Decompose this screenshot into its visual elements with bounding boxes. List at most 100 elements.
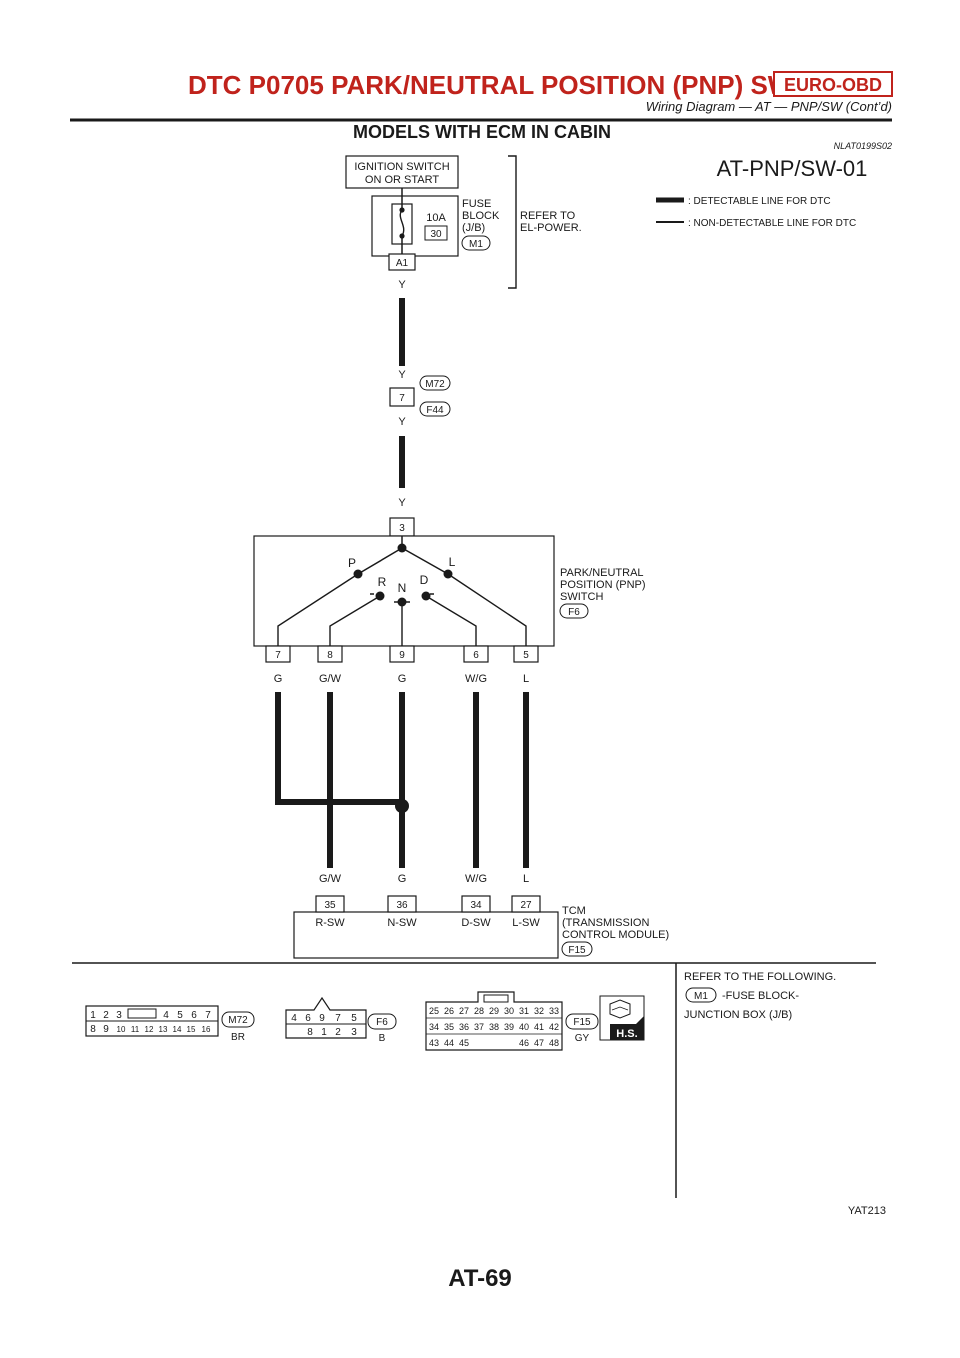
wire-color-y-1: Y (398, 279, 406, 291)
wire-color-label: G/W (319, 873, 342, 885)
f6-row-1: 4 6 9 7 5 (291, 1013, 357, 1024)
f15-pin: 42 (549, 1022, 559, 1032)
pnp-label-l: L (449, 555, 456, 569)
tcm-wire-colors: G/W G W/G L (319, 873, 529, 885)
f15-color: GY (575, 1033, 590, 1044)
fuse-icon (399, 209, 405, 237)
pnp-pin: 5 (523, 650, 529, 661)
wire-color-y-2: Y (398, 369, 406, 381)
pnp-pin: 8 (327, 650, 333, 661)
m72-pin: 13 (159, 1025, 168, 1034)
f15-row-3: 43 44 45 46 47 48 (429, 1038, 559, 1048)
f6-pin: 6 (305, 1013, 311, 1024)
joint-pin: 7 (399, 393, 405, 404)
pnp-label-n: N (398, 581, 407, 595)
badge-label: EURO-OBD (784, 75, 882, 95)
joint-connector-top: M72 (425, 379, 445, 390)
tcm-pin: 27 (520, 900, 532, 911)
m72-pin: 12 (145, 1025, 154, 1034)
fuse-terminal: A1 (396, 258, 409, 269)
f6-pin: 1 (321, 1027, 327, 1038)
wire-color-label: L (523, 673, 529, 685)
fuse-label-2: BLOCK (462, 210, 500, 222)
m72-pin: 11 (131, 1025, 140, 1034)
ignition-label-2: ON OR START (365, 174, 439, 186)
m72-pin: 9 (103, 1024, 109, 1035)
tcm-pin-names: R-SW N-SW D-SW L-SW (315, 917, 540, 929)
f15-pin: 48 (549, 1038, 559, 1048)
wire-color-y-4: Y (398, 497, 406, 509)
pnp-label-r: R (378, 575, 387, 589)
f15-pin: 36 (459, 1022, 469, 1032)
section-ref: NLAT0199S02 (834, 141, 892, 151)
tcm-pin-name: D-SW (461, 917, 491, 929)
hs-label: H.S. (616, 1028, 637, 1040)
hs-connector-icon: H.S. (599, 995, 645, 1041)
wire-color-label: G/W (319, 673, 342, 685)
f15-pin: 37 (474, 1022, 484, 1032)
m72-pin: 7 (205, 1010, 211, 1021)
ignition-switch: IGNITION SWITCH ON OR START (345, 155, 459, 189)
joint-connector-m72-f44: 7 M72 F44 (389, 375, 451, 417)
f15-pin: 41 (534, 1022, 544, 1032)
splice-node (395, 799, 409, 813)
f15-row-1: 25 26 27 28 29 30 31 32 33 (429, 1006, 559, 1016)
f6-pin: 2 (335, 1027, 341, 1038)
connector-face-f6: 4 6 9 7 5 8 1 2 3 F6 B (285, 996, 397, 1044)
tcm: G/W G W/G L 35 36 34 27 R-SW N-SW D-SW L… (293, 873, 669, 959)
tcm-pin-name: L-SW (512, 917, 540, 929)
fuse-block: 10A 30 A1 FUSE BLOCK (J/B) M1 (371, 188, 500, 271)
m72-pin: 6 (191, 1010, 197, 1021)
pnp-label-p: P (348, 556, 356, 570)
tcm-pin: 35 (324, 900, 336, 911)
legend: : DETECTABLE LINE FOR DTC : NON-DETECTAB… (656, 196, 856, 229)
pnp-label-1: PARK/NEUTRAL (560, 567, 644, 579)
pnp-pin: 6 (473, 650, 479, 661)
f6-pin: 8 (307, 1027, 313, 1038)
f15-pin: 25 (429, 1006, 439, 1016)
tcm-label-1: TCM (562, 905, 586, 917)
refer-following: REFER TO THE FOLLOWING. M1 -FUSE BLOCK- … (684, 971, 836, 1021)
joint-connector-bottom: F44 (426, 405, 444, 416)
f15-pin: 46 (519, 1038, 529, 1048)
f15-pin: 39 (504, 1022, 514, 1032)
refer-line-1: REFER TO (520, 210, 576, 222)
wire-color-label: G (398, 873, 407, 885)
tcm-pin-row: 35 36 34 27 (315, 895, 541, 913)
tcm-pin-name: N-SW (387, 917, 417, 929)
tcm-pin: 36 (396, 900, 408, 911)
refer-following-text-1: -FUSE BLOCK- (722, 990, 799, 1002)
refer-following-m1: M1 (694, 991, 708, 1002)
wire-color-y-3: Y (398, 416, 406, 428)
f6-pin: 3 (351, 1027, 357, 1038)
f15-pin: 44 (444, 1038, 454, 1048)
pnp-switch: 3 P R N D L 7 8 (253, 517, 646, 663)
f15-pin: 30 (504, 1006, 514, 1016)
f6-color: B (379, 1033, 386, 1044)
figure-code: YAT213 (848, 1205, 886, 1217)
tcm-label-3: CONTROL MODULE) (562, 929, 669, 941)
connector-face-f15: 25 26 27 28 29 30 31 32 33 34 35 36 37 3… (425, 991, 599, 1051)
pnp-wire-colors: G G/W G W/G L (274, 673, 529, 685)
m72-pin: 3 (116, 1010, 122, 1021)
diagram-id: AT-PNP/SW-01 (717, 156, 868, 181)
f6-pin: 4 (291, 1013, 297, 1024)
m72-color: BR (231, 1032, 245, 1043)
tcm-pin-name: R-SW (315, 917, 345, 929)
f15-pin: 29 (489, 1006, 499, 1016)
wires-pnp-to-tcm (275, 692, 529, 868)
m72-pin: 8 (90, 1024, 96, 1035)
m72-pin: 1 (90, 1010, 96, 1021)
pnp-input-pin: 3 (399, 523, 405, 534)
f6-pin: 9 (319, 1013, 325, 1024)
pnp-label-d: D (420, 573, 429, 587)
m72-pin: 5 (177, 1010, 183, 1021)
m72-pin: 4 (163, 1010, 169, 1021)
m72-pin: 10 (117, 1025, 126, 1034)
wire-color-label: G (398, 673, 407, 685)
section-title: MODELS WITH ECM IN CABIN (353, 122, 611, 142)
fuse-rating: 10A (426, 212, 446, 224)
m72-pin: 14 (173, 1025, 182, 1034)
pnp-label-2: POSITION (PNP) (560, 579, 646, 591)
